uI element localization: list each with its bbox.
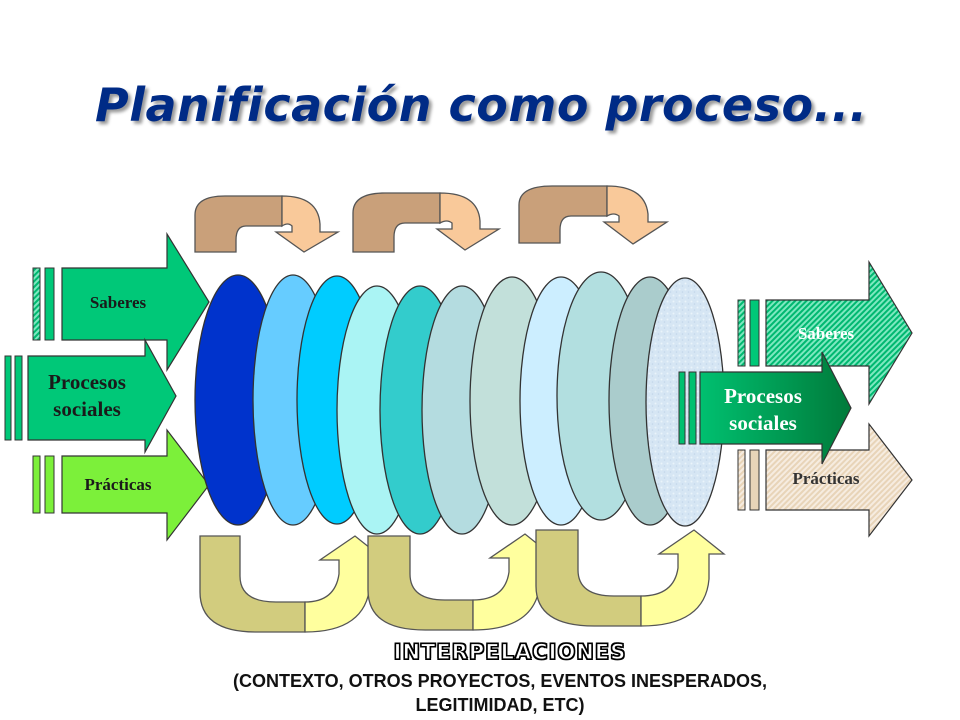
right-practicas-arrow: Prácticas [737, 422, 913, 538]
left-procesos-label-2: sociales [53, 397, 121, 421]
right-procesos-label-2: sociales [729, 411, 797, 435]
left-saberes-label: Saberes [90, 293, 147, 312]
right-procesos-label-1: Procesos [724, 384, 802, 408]
page-title: Planificación como proceso... [95, 78, 868, 132]
process-ellipses [194, 271, 725, 535]
curved-arrow-bottom-3 [535, 529, 726, 627]
interpelaciones-caption-line-1: (CONTEXTO, OTROS PROYECTOS, EVENTOS INES… [232, 671, 768, 691]
left-saberes-arrow: Saberes [32, 231, 210, 373]
curved-arrow-top-2 [352, 192, 502, 253]
curved-arrow-bottom-1 [199, 535, 387, 633]
left-practicas-arrow: Prácticas [32, 428, 210, 542]
interpelaciones-title: INTERPELACIONES [393, 639, 627, 664]
curved-arrow-bottom-2 [367, 533, 557, 631]
curved-arrow-top-1 [194, 195, 341, 253]
interpelaciones-caption-line-2: LEGITIMIDAD, ETC) [415, 695, 585, 715]
left-procesos-label-1: Procesos [48, 370, 126, 394]
right-procesos-arrow: Procesos sociales [678, 351, 852, 465]
right-saberes-arrow: Saberes [737, 259, 913, 407]
left-practicas-label: Prácticas [84, 475, 151, 494]
left-procesos-arrow: Procesos sociales [4, 337, 177, 455]
curved-arrow-top-3 [518, 185, 670, 245]
right-practicas-label: Prácticas [792, 469, 859, 488]
right-saberes-label: Saberes [798, 324, 855, 343]
